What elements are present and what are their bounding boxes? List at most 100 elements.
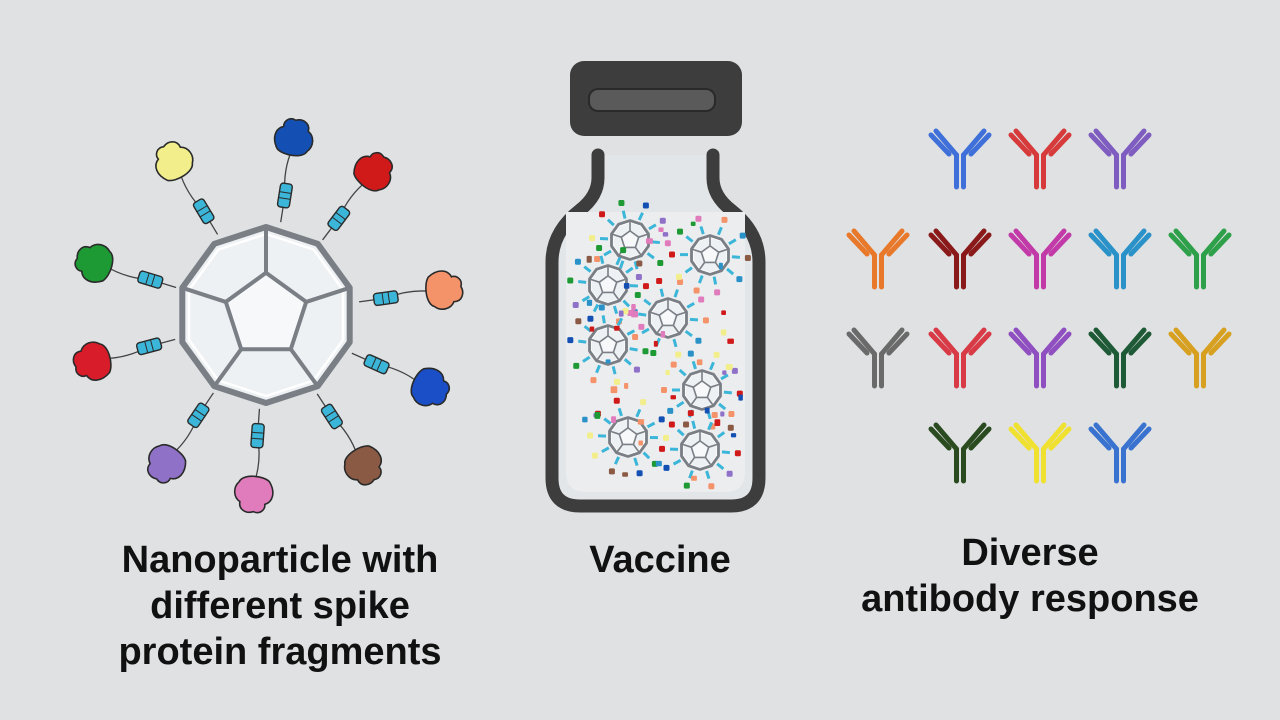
vaccine-vial-illustration: [545, 61, 766, 513]
mini-nanoparticle: [567, 245, 649, 325]
free-fragment: [691, 475, 697, 481]
spike-fragment: [74, 243, 114, 283]
free-fragment: [720, 411, 725, 417]
free-fragment: [623, 283, 630, 289]
antibody-icon: [1008, 422, 1072, 484]
free-fragment: [582, 416, 588, 423]
free-fragment: [665, 369, 670, 376]
free-fragment: [614, 325, 620, 331]
free-fragment: [738, 394, 743, 401]
free-fragment: [611, 416, 617, 424]
free-fragment: [718, 262, 723, 270]
linker-segment: [327, 205, 351, 232]
vial-cap-groove: [588, 88, 716, 112]
vaccine-caption-line: Vaccine: [589, 539, 731, 581]
spike-fragment: [273, 118, 314, 157]
nanoparticle-cage: [680, 429, 720, 471]
free-fragment: [714, 419, 721, 427]
free-fragment: [610, 386, 618, 394]
free-fragment: [704, 407, 710, 414]
free-fragment: [622, 472, 628, 477]
nanoparticle-cage: [610, 219, 650, 261]
nanoparticle-illustration: [72, 118, 464, 514]
linker-segment: [192, 198, 215, 225]
antibody-icon: [928, 228, 992, 290]
free-fragment: [696, 359, 703, 366]
spike-fragment: [155, 141, 194, 182]
antibody-icon: [1168, 228, 1232, 290]
free-fragment: [653, 340, 658, 347]
spike-fragment: [233, 475, 274, 514]
mini-nanoparticle: [669, 215, 751, 296]
free-fragment: [670, 395, 676, 400]
mini-nanoparticle: [659, 410, 741, 490]
linker-segment: [135, 337, 163, 356]
nanoparticle-cage: [682, 369, 722, 411]
free-fragment: [690, 221, 696, 226]
linker-segment: [187, 402, 210, 429]
nanoparticle-caption-line: Nanoparticle with: [121, 539, 439, 581]
mini-nanoparticle: [587, 397, 669, 477]
free-fragment: [658, 227, 664, 232]
antibody-icon: [1008, 128, 1072, 190]
free-fragment: [727, 338, 734, 344]
mini-nanoparticle: [567, 304, 649, 385]
antibody-caption-line: Diverse: [961, 532, 1099, 574]
free-fragment: [725, 364, 733, 370]
mini-nanoparticle: [627, 278, 709, 358]
free-fragment: [586, 299, 593, 306]
free-fragment: [722, 370, 727, 375]
antibody-icon: [928, 422, 992, 484]
antibody-grid: [846, 128, 1232, 484]
spike-fragment: [410, 367, 451, 407]
free-fragment: [655, 460, 662, 467]
antibody-icon: [1008, 228, 1072, 290]
nanoparticle-cage: [588, 264, 628, 306]
nanoparticle-cage: [588, 324, 628, 366]
nanoparticle-caption-line: protein fragments: [118, 631, 442, 673]
linker-segment: [363, 354, 390, 375]
free-fragment: [605, 359, 611, 364]
free-fragment: [631, 310, 639, 318]
antibody-caption: Diverse antibody response: [790, 530, 1270, 622]
spike-fragment: [147, 443, 187, 484]
linker-segment: [137, 270, 164, 289]
antibody-icon: [1168, 327, 1232, 389]
free-fragment: [645, 238, 653, 244]
antibody-icon: [1088, 128, 1152, 190]
antibody-icon: [846, 228, 910, 290]
free-fragment: [586, 255, 592, 263]
linker-segment: [372, 290, 399, 307]
spike-fragment: [353, 151, 393, 192]
free-fragment: [594, 412, 601, 419]
antibody-icon: [846, 327, 910, 389]
vaccine-caption: Vaccine: [545, 537, 775, 583]
linker-segment: [320, 403, 344, 430]
nanoparticle-cage: [648, 297, 688, 339]
antibody-icon: [1088, 327, 1152, 389]
free-fragment: [721, 310, 726, 316]
nanoparticle-cage: [179, 224, 353, 406]
free-fragment: [660, 330, 666, 338]
antibody-icon: [928, 128, 992, 190]
free-fragment: [589, 326, 595, 332]
antibody-icon: [1088, 228, 1152, 290]
free-fragment: [730, 433, 737, 438]
free-fragment: [638, 440, 643, 446]
antibody-icon: [1088, 422, 1152, 484]
spike-fragment: [343, 445, 382, 486]
antibody-icon: [928, 327, 992, 389]
free-fragment: [637, 419, 645, 425]
antibody-icon: [1008, 327, 1072, 389]
spike-fragment: [72, 341, 112, 381]
free-fragment: [631, 304, 636, 311]
mini-nanoparticle: [661, 350, 743, 430]
linker-segment: [276, 182, 293, 209]
free-fragment: [624, 382, 629, 389]
nanoparticle-cage: [608, 416, 648, 458]
free-fragment: [618, 310, 624, 317]
antibody-caption-line: antibody response: [861, 578, 1199, 620]
free-fragment: [720, 329, 727, 336]
free-fragment: [662, 232, 669, 237]
